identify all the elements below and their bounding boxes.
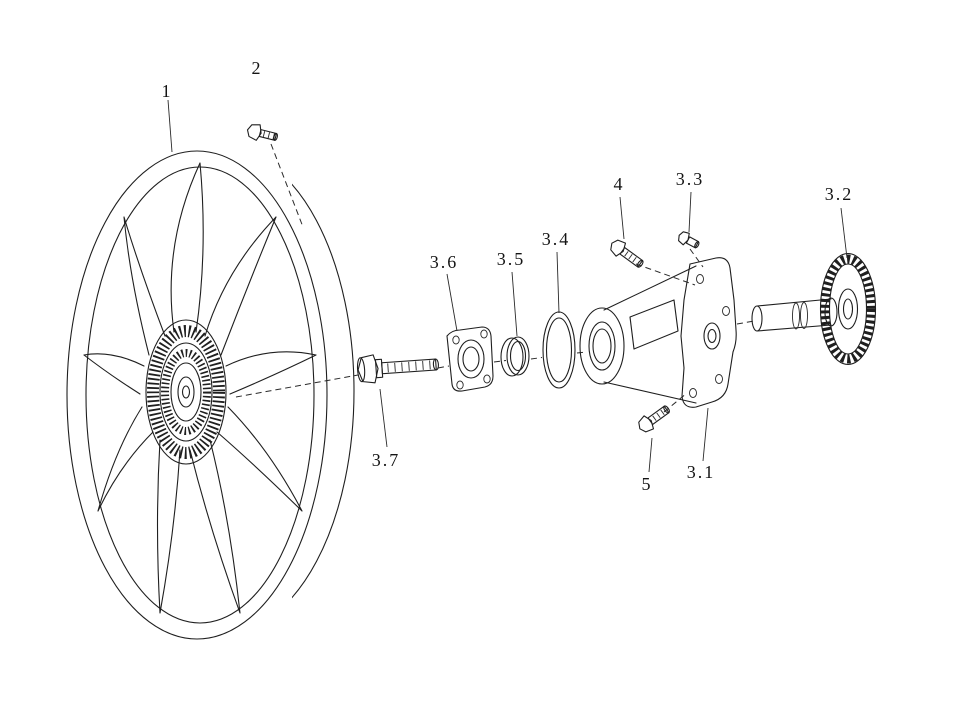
bolt-part-2 (246, 124, 278, 141)
plug-3-3 (678, 231, 700, 249)
bolt-3-7 (356, 354, 439, 384)
part-labels: 1 2 3.7 3.6 3.5 3.4 4 3.3 3.2 3.1 5 (162, 58, 854, 494)
fan-shroud-and-blades (66, 150, 355, 640)
leader-lines (167, 99, 848, 473)
gear-shaft-3-2 (751, 252, 877, 366)
o-ring-3-4 (542, 311, 576, 389)
label-part-3-6: 3.6 (430, 252, 459, 272)
bolt-4 (610, 239, 644, 268)
label-part-5: 5 (642, 474, 653, 494)
label-part-3-7: 3.7 (372, 450, 401, 470)
flange-cover-3-6 (446, 326, 494, 392)
label-part-3-2: 3.2 (825, 184, 854, 204)
label-part-3-3: 3.3 (676, 169, 705, 189)
label-part-3-5: 3.5 (497, 249, 526, 269)
label-part-3-1: 3.1 (687, 462, 716, 482)
dashed-connector-lines (270, 143, 704, 413)
label-part-2: 2 (252, 58, 263, 78)
washer-3-5 (500, 336, 530, 377)
label-part-1: 1 (162, 81, 173, 101)
bolt-5 (638, 405, 670, 433)
fan-clutch-hub (145, 319, 227, 465)
axis-centerline (235, 320, 755, 398)
label-part-3-4: 3.4 (542, 229, 571, 249)
label-part-4: 4 (614, 174, 625, 194)
fan-drive-housing-3-1 (579, 257, 737, 408)
